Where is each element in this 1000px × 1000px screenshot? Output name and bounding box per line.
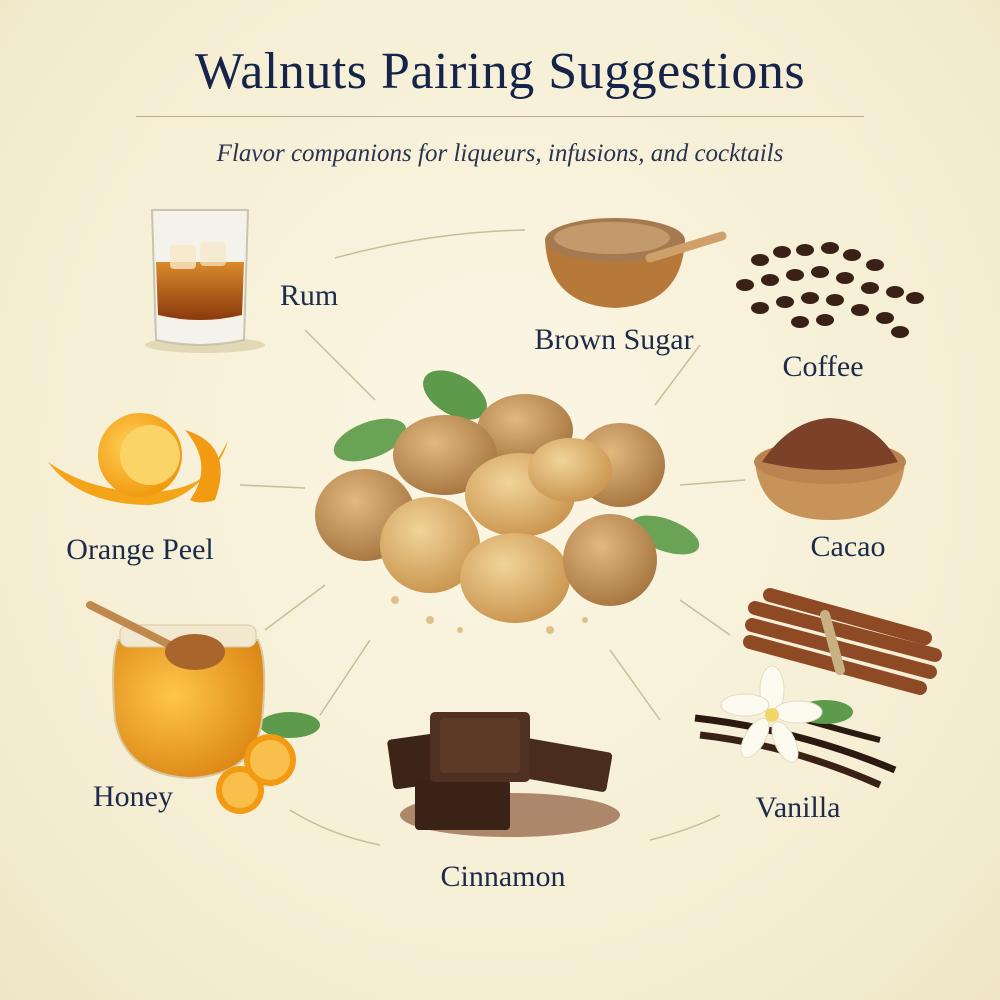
coffee-beans-icon <box>736 242 924 338</box>
orange-peel-icon <box>48 413 228 505</box>
page-subtitle: Flavor companions for liqueurs, infusion… <box>216 140 784 167</box>
honey-jar-icon <box>86 601 320 814</box>
label-cinnamon: Cinnamon <box>440 860 566 893</box>
label-brown-sugar: Brown Sugar <box>534 323 694 356</box>
rum-glass-icon <box>145 209 265 353</box>
brown-sugar-bowl-icon <box>545 218 727 308</box>
cinnamon-sticks-icon <box>743 588 942 695</box>
page-title: Walnuts Pairing Suggestions <box>194 43 806 100</box>
label-rum: Rum <box>279 279 339 312</box>
vanilla-flower-icon <box>694 665 897 789</box>
walnuts-pile-icon <box>315 370 700 634</box>
label-vanilla: Vanilla <box>755 791 841 824</box>
connector-lines <box>239 229 746 846</box>
label-coffee: Coffee <box>782 350 864 383</box>
cacao-powder-bowl-icon <box>754 418 906 520</box>
label-orange-peel: Orange Peel <box>66 533 214 566</box>
label-cacao: Cacao <box>810 530 886 563</box>
label-honey: Honey <box>93 780 173 813</box>
chocolate-pieces-icon <box>387 712 620 837</box>
title-divider <box>136 116 864 117</box>
